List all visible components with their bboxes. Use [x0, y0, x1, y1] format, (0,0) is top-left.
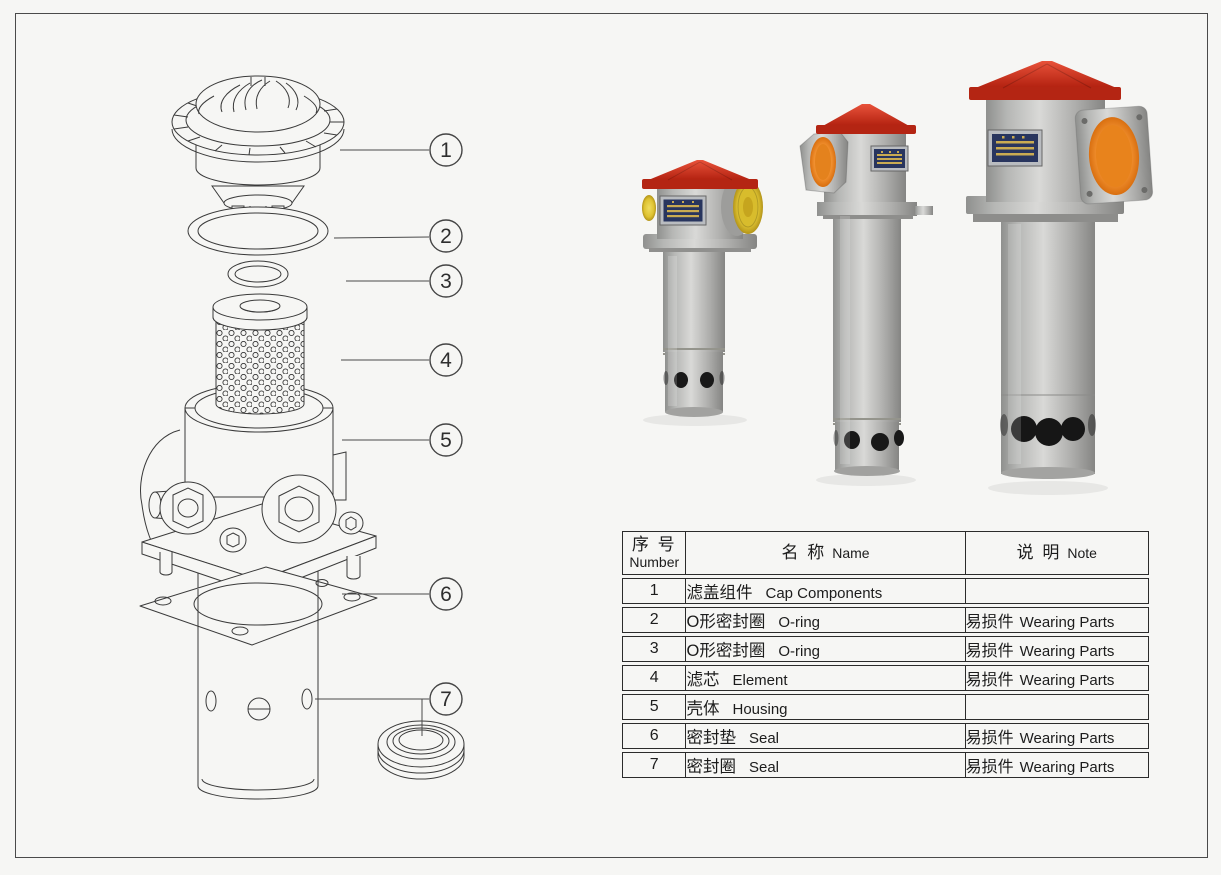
callout-7: 7	[429, 682, 463, 716]
cap-rim-castellations	[173, 97, 344, 156]
nameplate	[659, 195, 707, 226]
svg-text:6: 6	[440, 583, 452, 606]
nameplate	[870, 145, 909, 172]
product-photos	[642, 61, 1154, 495]
drain-hole	[844, 431, 860, 449]
mounting-bracket	[817, 202, 917, 216]
drain-hole	[871, 433, 889, 451]
svg-text:2: 2	[440, 225, 452, 248]
part-oring-large	[187, 206, 329, 256]
side-plug	[642, 195, 656, 221]
header-number: 序 号 Number	[622, 531, 687, 575]
svg-text:5: 5	[440, 429, 452, 452]
drain-hole	[674, 372, 688, 388]
housing-mouth-rim	[184, 407, 334, 433]
drain-hole	[1035, 418, 1063, 446]
filter-photo-small	[642, 160, 763, 426]
callout-3: 3	[429, 264, 463, 298]
callout-1: 1	[429, 133, 463, 167]
callout-4: 4	[429, 343, 463, 377]
red-cap	[646, 160, 754, 181]
drawing-frame	[15, 13, 1208, 858]
part-oring-small	[227, 260, 289, 288]
part-filter-element	[212, 293, 308, 415]
filter-photo-large	[966, 61, 1154, 495]
drain-hole	[1061, 417, 1085, 441]
part-cap-assembly	[171, 75, 345, 253]
drain-hole	[700, 372, 714, 388]
svg-text:4: 4	[440, 349, 452, 372]
exploded-view-diagram: 1 2 3 4 5 6 7	[139, 75, 465, 800]
drain-hole	[894, 430, 904, 446]
part-seal-ring	[377, 720, 465, 780]
port-flange	[1074, 105, 1154, 205]
leader-lines	[315, 149, 430, 736]
svg-text:1: 1	[440, 139, 452, 162]
red-cap	[973, 61, 1119, 89]
nameplate	[987, 129, 1043, 167]
callout-6: 6	[429, 577, 463, 611]
cap-vanes	[198, 77, 318, 115]
drain-hole	[1011, 416, 1037, 442]
filter-photo-medium	[799, 104, 933, 486]
part-seal-gasket	[139, 566, 378, 646]
housing-skirt-holes	[205, 688, 313, 721]
callout-5: 5	[429, 423, 463, 457]
callout-2: 2	[429, 219, 463, 253]
svg-text:3: 3	[440, 270, 452, 293]
red-cap	[821, 104, 911, 127]
svg-text:7: 7	[440, 688, 452, 711]
